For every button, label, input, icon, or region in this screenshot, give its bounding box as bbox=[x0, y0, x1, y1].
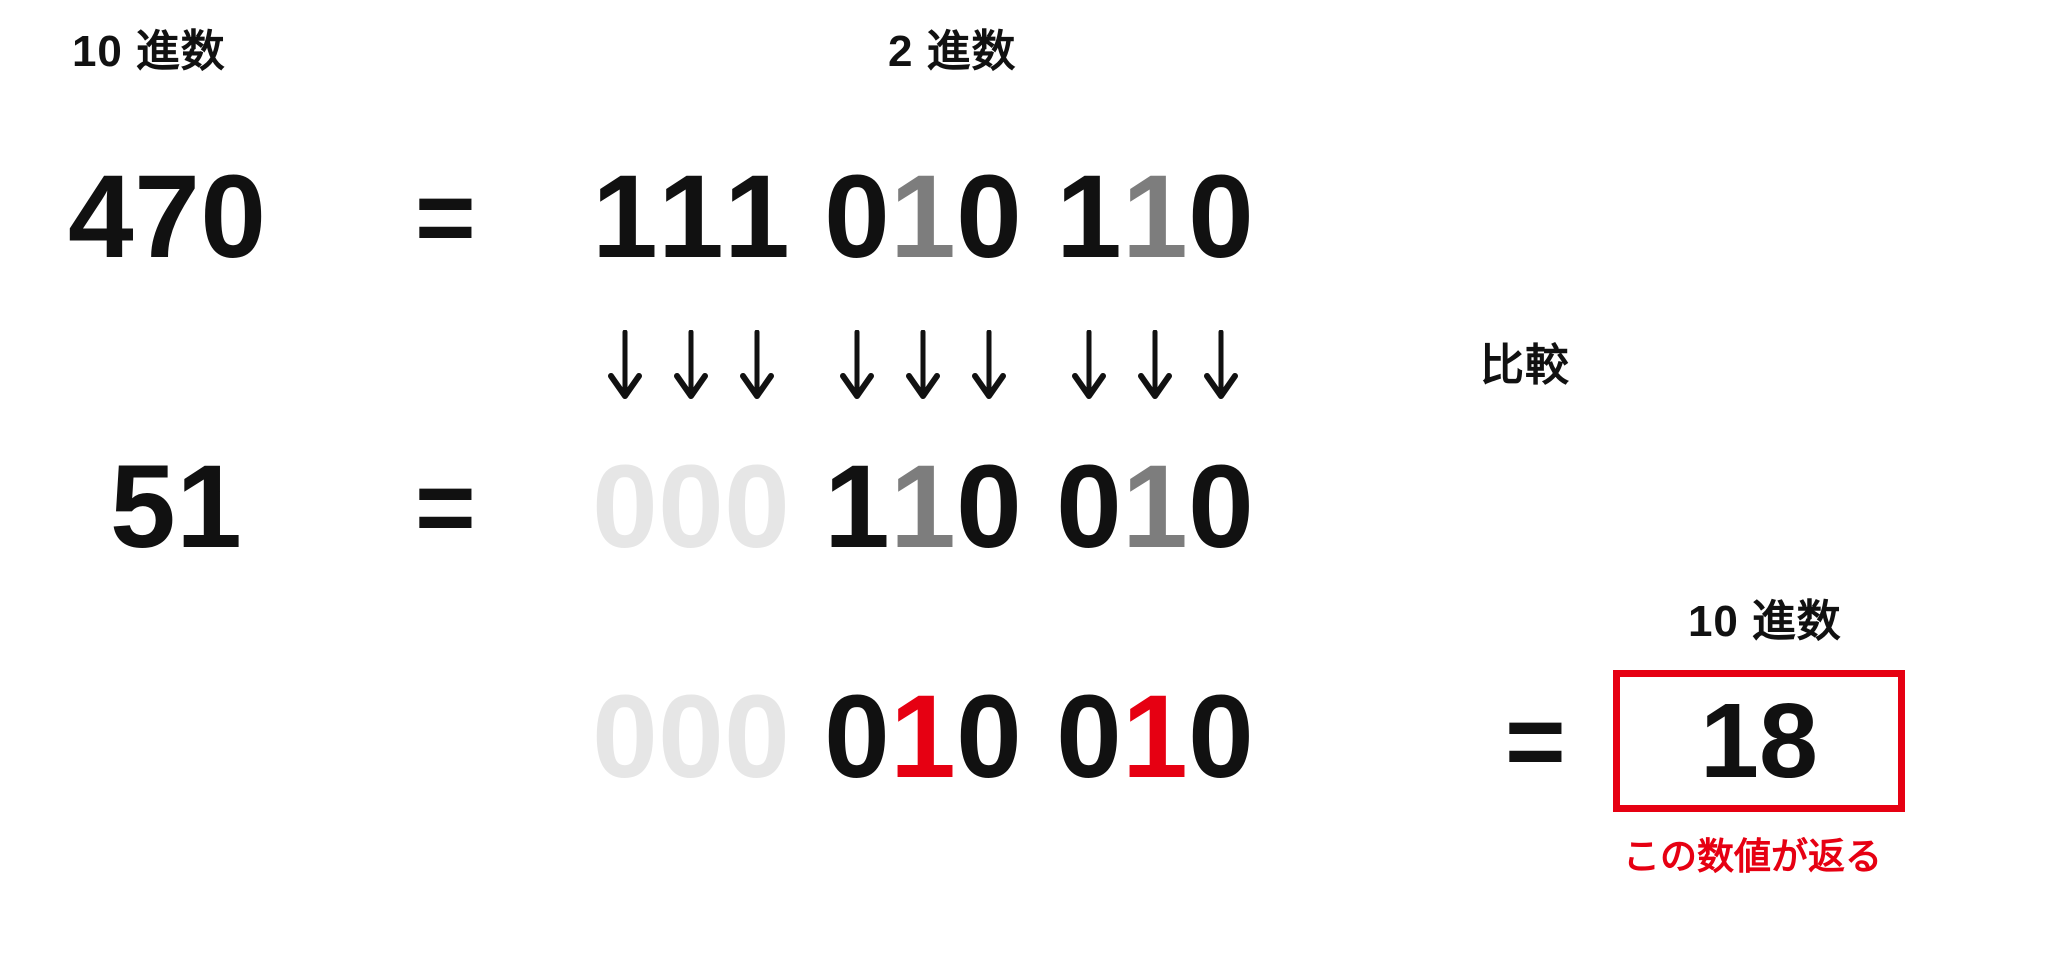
result-bit-2: 0 bbox=[724, 671, 790, 803]
result-equals-sign: = bbox=[1505, 684, 1566, 800]
down-arrow-icon-3 bbox=[824, 330, 890, 402]
row2-bit-3: 1 bbox=[824, 441, 890, 573]
down-arrow-icon-2 bbox=[724, 330, 790, 402]
row2-bit-5: 0 bbox=[956, 441, 1022, 573]
row1-bit-5: 0 bbox=[956, 151, 1022, 283]
row1-bit-0: 1 bbox=[592, 151, 658, 283]
row2-bit-6: 0 bbox=[1056, 441, 1122, 573]
row2-equals-sign: = bbox=[415, 450, 476, 566]
arrow-group-1 bbox=[824, 330, 1022, 402]
row1-bit-4: 1 bbox=[890, 151, 956, 283]
label-decimal-left: 10 進数 bbox=[72, 27, 226, 76]
row1-bit-6: 1 bbox=[1056, 151, 1122, 283]
result-bit-4: 1 bbox=[890, 671, 956, 803]
arrow-group-0 bbox=[592, 330, 790, 402]
row1-bit-8: 0 bbox=[1188, 151, 1254, 283]
row1-bit-2: 1 bbox=[724, 151, 790, 283]
row1-bit-1: 1 bbox=[658, 151, 724, 283]
down-arrow-icon-6 bbox=[1056, 330, 1122, 402]
result-bit-8: 0 bbox=[1188, 671, 1254, 803]
result-bit-0: 0 bbox=[592, 671, 658, 803]
row2-bit-1: 0 bbox=[658, 441, 724, 573]
result-bit-7: 1 bbox=[1122, 671, 1188, 803]
answer-value: 18 bbox=[1700, 682, 1818, 800]
answer-box: 18 bbox=[1613, 670, 1905, 812]
down-arrow-icon-5 bbox=[956, 330, 1022, 402]
row2-bit-7: 1 bbox=[1122, 441, 1188, 573]
label-binary-top: 2 進数 bbox=[888, 27, 1017, 76]
result-bit-3: 0 bbox=[824, 671, 890, 803]
down-arrow-icon-0 bbox=[592, 330, 658, 402]
down-arrow-icon-4 bbox=[890, 330, 956, 402]
result-bit-5: 0 bbox=[956, 671, 1022, 803]
arrow-group-2 bbox=[1056, 330, 1254, 402]
answer-note: この数値が返る bbox=[1623, 836, 1882, 877]
label-compare: 比較 bbox=[1480, 341, 1570, 390]
row2-decimal-value: 51 bbox=[110, 441, 243, 573]
row2-bit-8: 0 bbox=[1188, 441, 1254, 573]
down-arrow-icon-1 bbox=[658, 330, 724, 402]
row2-bit-2: 0 bbox=[724, 441, 790, 573]
row2-bit-4: 1 bbox=[890, 441, 956, 573]
row2-bit-0: 0 bbox=[592, 441, 658, 573]
down-arrow-icon-8 bbox=[1188, 330, 1254, 402]
row1-bit-7: 1 bbox=[1122, 151, 1188, 283]
result-bit-6: 0 bbox=[1056, 671, 1122, 803]
row1-decimal-value: 470 bbox=[68, 151, 267, 283]
row1-bit-3: 0 bbox=[824, 151, 890, 283]
row1-equals-sign: = bbox=[415, 160, 476, 276]
comparison-arrows bbox=[592, 330, 1254, 402]
down-arrow-icon-7 bbox=[1122, 330, 1188, 402]
result-bit-1: 0 bbox=[658, 671, 724, 803]
label-decimal-right: 10 進数 bbox=[1688, 597, 1842, 646]
